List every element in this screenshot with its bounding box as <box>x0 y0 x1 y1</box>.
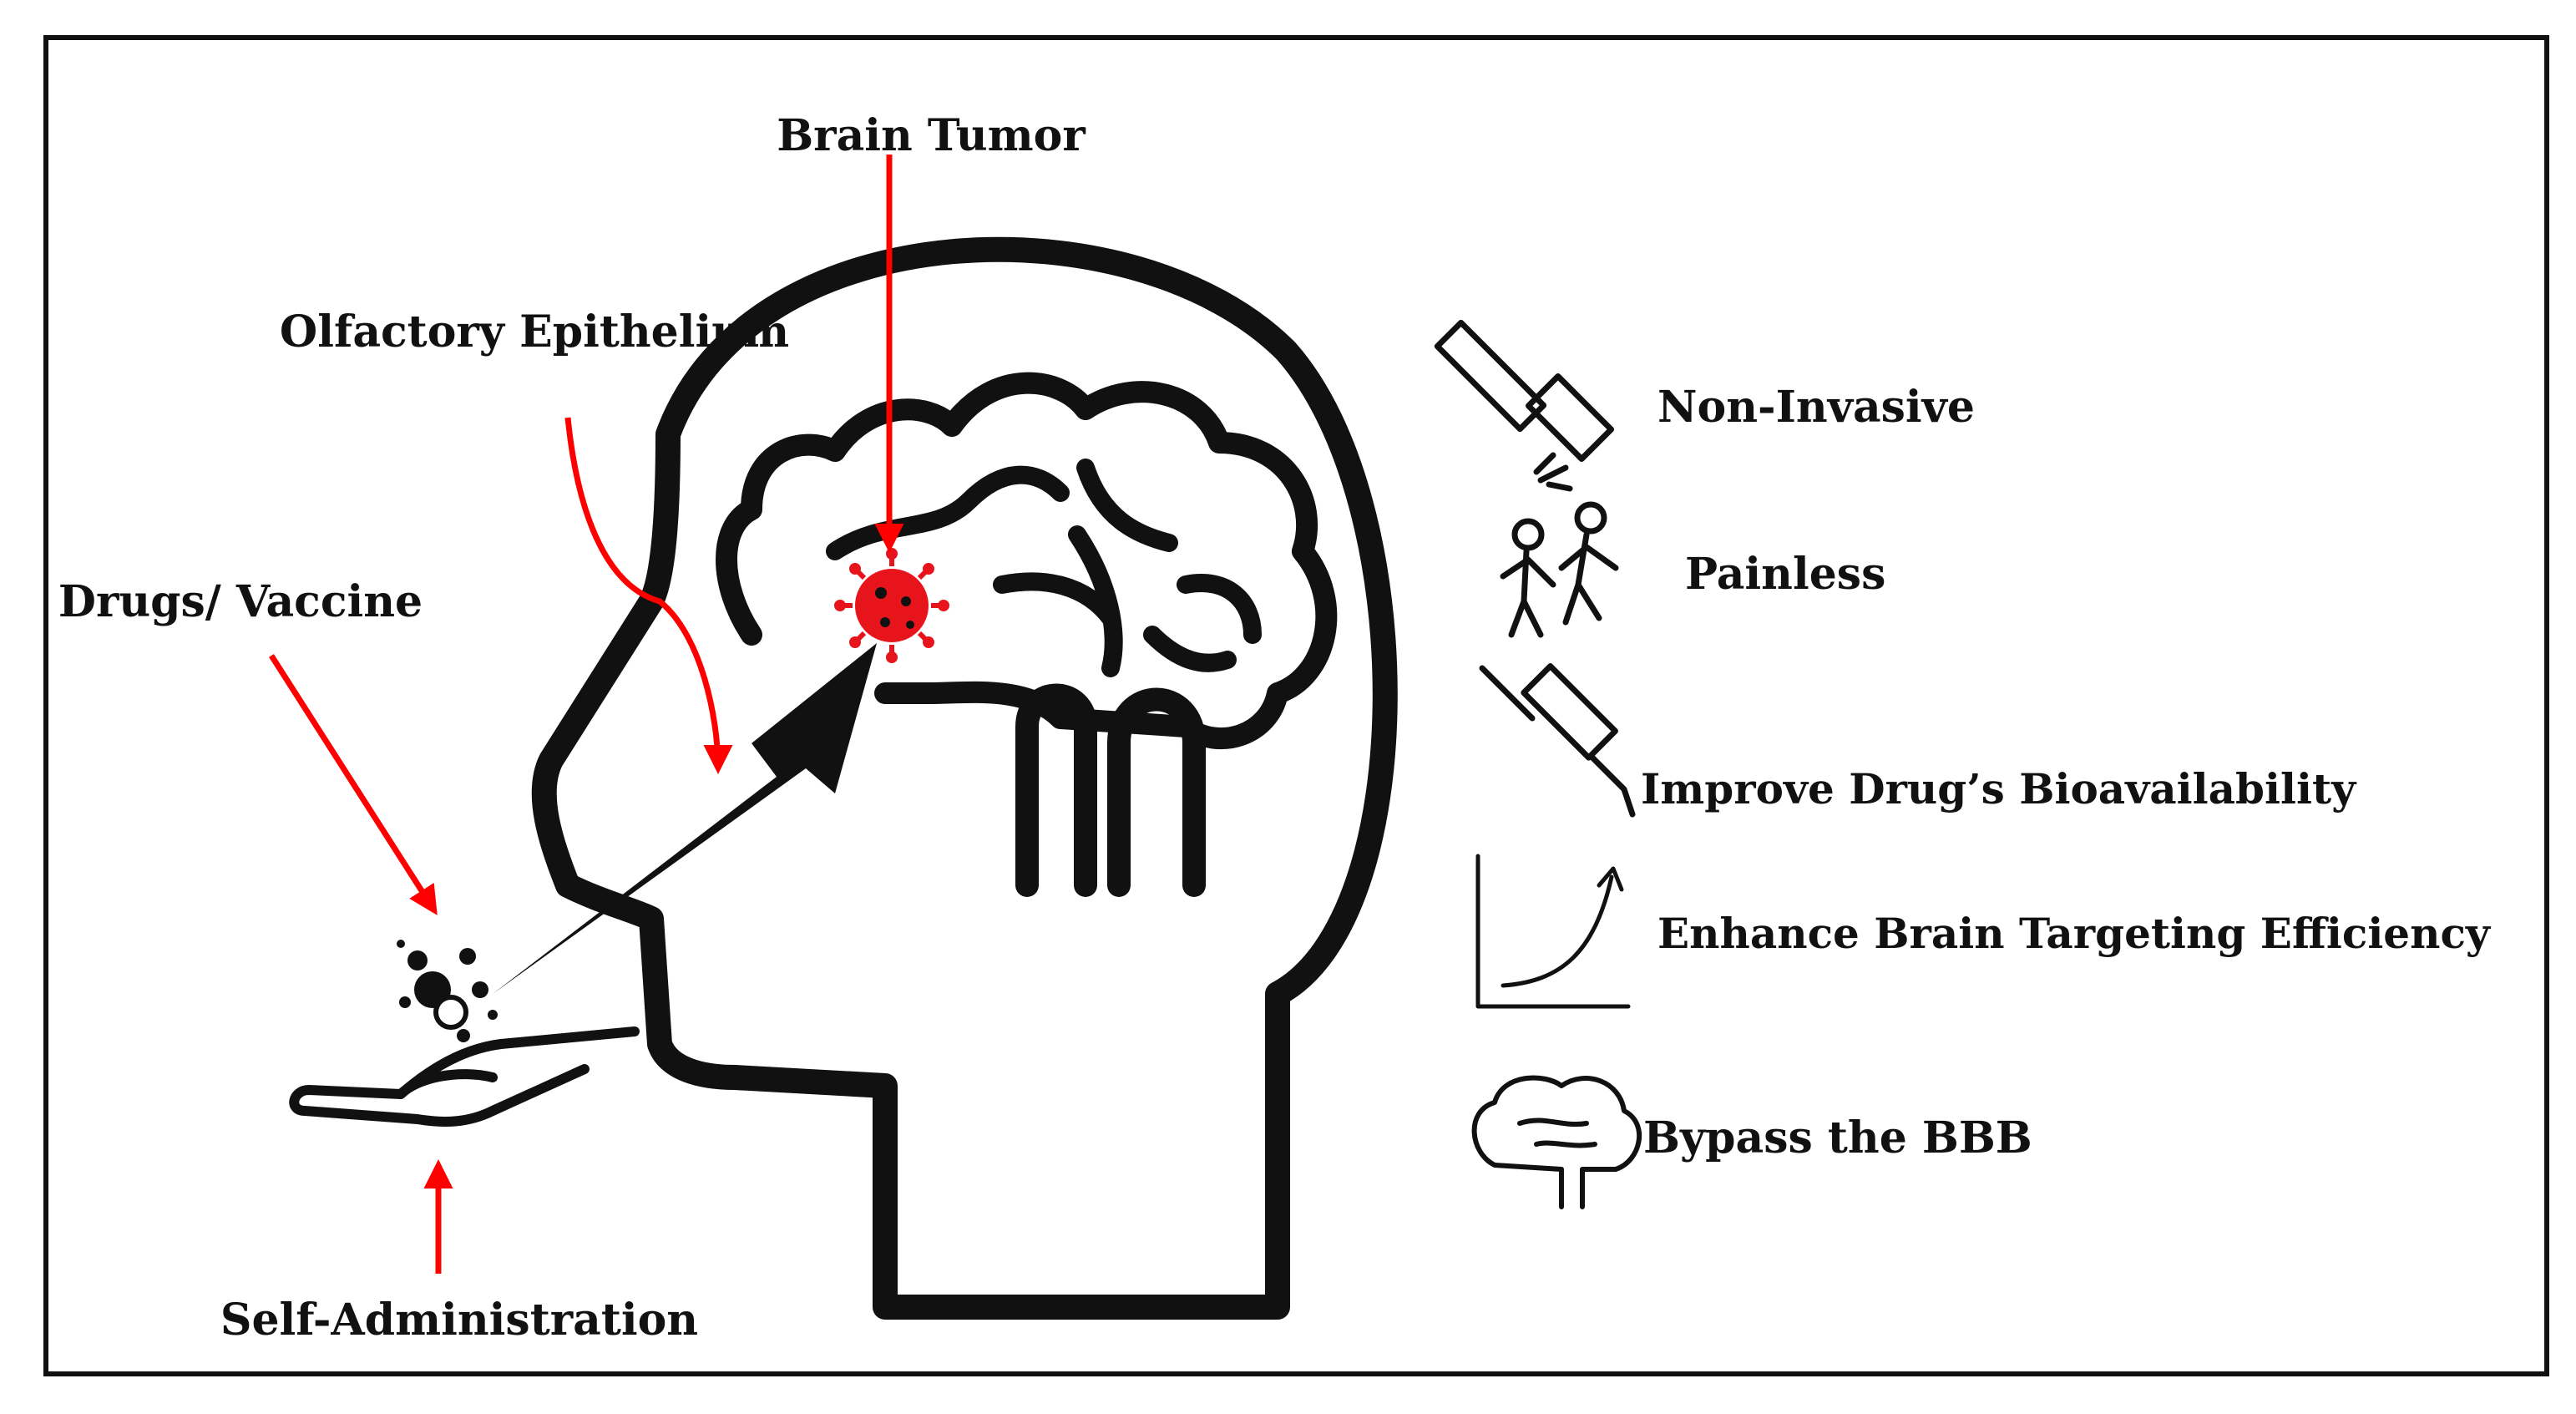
brain-fold-1 <box>826 465 1070 560</box>
growth-curve-icon <box>1475 854 1631 1009</box>
brain-outline <box>716 372 1338 750</box>
tumor-icon <box>834 548 949 663</box>
delivery-arrow <box>493 643 877 994</box>
brain-fold-6 <box>1143 626 1237 672</box>
benefit-label: Non-Invasive <box>1657 382 1975 433</box>
brain-icon <box>1471 1075 1642 1209</box>
brain-tumor-label: Brain Tumor <box>777 110 1086 161</box>
drugs-vaccine-label: Drugs/ Vaccine <box>58 576 423 627</box>
hammer-icon <box>1434 319 1614 492</box>
benefit-label: Enhance Brain Targeting Efficiency <box>1657 909 2492 958</box>
brain-fold-5 <box>1177 574 1262 644</box>
drugs-pointer <box>269 654 438 915</box>
benefit-label: Improve Drug’s Bioavailability <box>1641 764 2357 813</box>
hand-icon <box>289 1026 640 1127</box>
drug-particles-icon <box>397 940 498 1042</box>
dancing-people-icon <box>1500 501 1619 638</box>
olfactory-epithelium-label: Olfactory Epithelium <box>280 307 789 357</box>
olfactory-pointer <box>564 417 733 774</box>
self-administration-label: Self-Administration <box>220 1295 698 1346</box>
figure-frame <box>43 35 2549 1376</box>
brain-fold-4 <box>1068 525 1123 677</box>
syringe-icon <box>1479 663 1636 818</box>
benefit-label: Bypass the BBB <box>1643 1112 2032 1163</box>
brain-fold-2 <box>1076 459 1178 552</box>
head-outline <box>531 236 1398 1320</box>
benefit-label: Painless <box>1685 549 1885 600</box>
